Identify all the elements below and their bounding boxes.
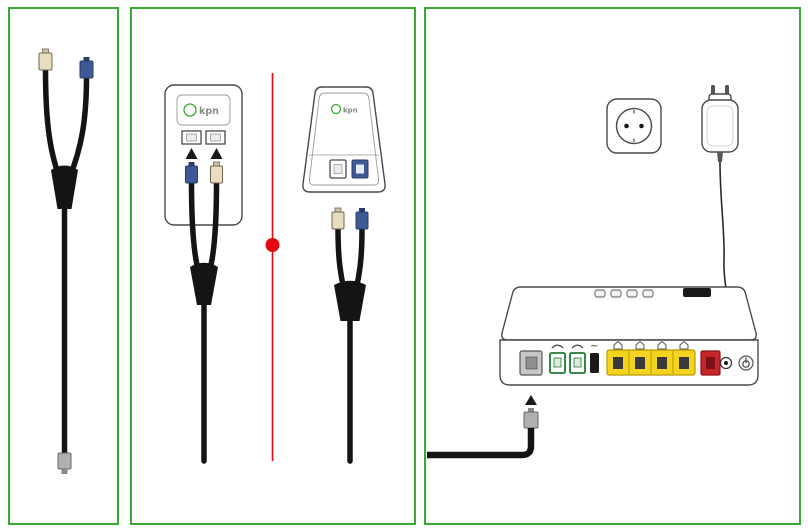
phone-port-2 <box>569 352 586 374</box>
strain-relief <box>717 152 723 162</box>
plug-latch <box>83 57 90 62</box>
plug-body <box>523 411 539 429</box>
socket-jack-right <box>205 130 226 145</box>
plug-grey <box>57 452 72 474</box>
plug-blue <box>185 162 198 184</box>
plug-latch <box>528 408 534 413</box>
ethernet-slot <box>679 357 689 369</box>
insert-arrow-right <box>210 148 223 159</box>
ethernet-slot <box>613 357 623 369</box>
house-icon <box>635 340 645 350</box>
dsl-cable <box>427 395 539 459</box>
insert-arrow-left <box>185 148 198 159</box>
plug-body <box>79 60 94 79</box>
plug-beige <box>38 48 53 71</box>
house-icon <box>657 340 667 350</box>
top-button <box>626 289 638 298</box>
house-icon <box>613 340 623 350</box>
kpn-logo-text: kpn <box>199 106 219 117</box>
plug-blue <box>355 208 369 230</box>
plug-body <box>331 211 345 230</box>
panel-router-connection: ~ <box>424 7 801 525</box>
ethernet-slot <box>635 357 645 369</box>
plug-body <box>38 52 53 71</box>
kpn-logo-icon <box>183 103 197 117</box>
logo-plate <box>176 94 231 126</box>
ethernet-ports <box>606 349 696 376</box>
plug-beige <box>331 207 345 230</box>
home-network-icons <box>613 340 689 350</box>
y-junction <box>51 165 78 209</box>
cable-run <box>427 428 535 459</box>
outlet-hole-right <box>639 123 644 129</box>
wan-port-red <box>700 350 721 376</box>
plug-body <box>185 165 198 184</box>
plug-latch <box>359 208 365 213</box>
dsl-port-grey <box>519 350 543 376</box>
router: ~ <box>499 286 759 386</box>
plug-tip <box>61 469 68 474</box>
router-connection-drawing: ~ <box>427 85 759 459</box>
wall-socket-new: kpn <box>164 84 243 226</box>
y-junction <box>190 262 218 305</box>
outlet-hole-left <box>624 123 629 129</box>
house-icon <box>679 340 689 350</box>
red-dot <box>265 238 280 252</box>
cable-branch-right <box>353 226 365 292</box>
old-socket-port-light <box>329 159 347 179</box>
cable-branch-right <box>67 74 90 179</box>
kpn-logo-icon <box>330 103 342 115</box>
cable-branch-left <box>335 226 347 292</box>
plug-body <box>210 165 223 184</box>
plug-body <box>355 211 369 230</box>
panel-socket-comparison: kpn <box>130 7 416 525</box>
phone-icon <box>571 344 584 349</box>
y-cable-drawing <box>38 48 94 474</box>
power-button <box>738 355 754 371</box>
plug-body <box>57 452 72 470</box>
wall-socket-old: kpn <box>302 86 386 193</box>
top-button <box>594 289 606 298</box>
plug-beige <box>210 161 223 184</box>
y-junction <box>334 280 366 321</box>
power-outlet <box>606 98 662 154</box>
router-top-buttons <box>594 289 654 298</box>
outlet-recess <box>615 107 653 145</box>
brand-label <box>683 288 711 297</box>
socket-face <box>164 84 243 226</box>
power-jack <box>719 356 733 370</box>
kpn-logo-text: kpn <box>343 107 358 115</box>
adapter-body-detail <box>706 105 734 147</box>
panel-y-cable <box>8 7 119 525</box>
top-button <box>610 289 622 298</box>
socket-comparison-drawing: kpn <box>164 73 386 464</box>
old-socket-port-blue <box>351 159 369 179</box>
plug-grey <box>523 408 539 429</box>
socket-bevel <box>308 92 380 186</box>
insert-arrow <box>525 395 537 405</box>
y-cable-loose <box>331 207 369 464</box>
adapter-body <box>701 99 739 153</box>
y-cable <box>38 48 94 474</box>
plug-latch <box>188 162 195 167</box>
socket-jack-left <box>181 130 202 145</box>
divider <box>265 73 280 461</box>
phone-icon <box>551 344 564 349</box>
power-cord <box>719 161 727 294</box>
top-button <box>642 289 654 298</box>
router-ports: ~ <box>519 340 754 376</box>
plug-blue <box>79 57 94 79</box>
cable-branch-left <box>42 66 62 179</box>
usb-port <box>590 353 599 373</box>
usb-symbol: ~ <box>590 341 598 352</box>
phone-port-1 <box>549 352 566 374</box>
ethernet-slot <box>657 357 667 369</box>
y-cable-connected <box>185 161 223 464</box>
